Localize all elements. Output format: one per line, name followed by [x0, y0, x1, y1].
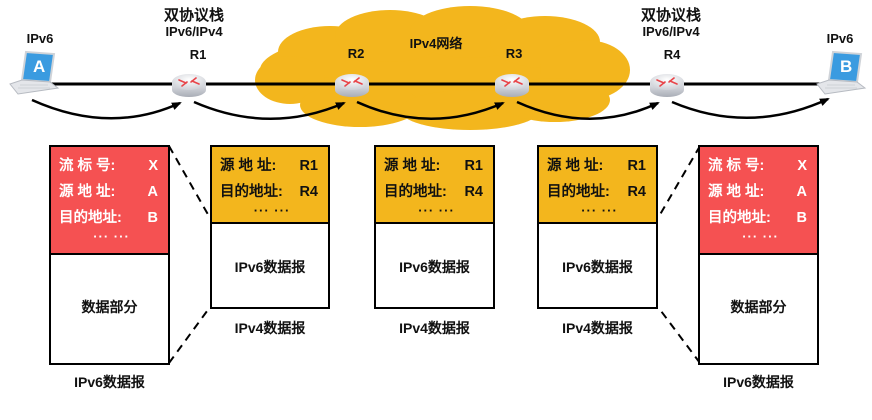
expansion-line — [657, 145, 701, 219]
host-a-letter: A — [33, 57, 46, 76]
payload-label: IPv6数据报 — [399, 259, 470, 275]
header-field-destination: 目的地址:R4 — [547, 184, 646, 200]
network-topology — [9, 6, 867, 130]
ipv4-datagram-3: 源 地 址:R1 目的地址:R4 ··· ··· IPv6数据报 — [537, 145, 658, 309]
header-ellipsis: ··· ··· — [742, 229, 779, 244]
header-field-destination: 目的地址:B — [59, 210, 158, 226]
ipv6-datagram-right: 流 标 号:X 源 地 址:A 目的地址:B ··· ··· 数据部分 — [698, 145, 819, 365]
header-ellipsis: ··· ··· — [581, 203, 618, 218]
router-label-r3: R3 — [505, 46, 523, 61]
ipv4-datagram-1: 源 地 址:R1 目的地址:R4 ··· ··· IPv6数据报 — [210, 145, 330, 309]
header-field-source: 源 地 址:R1 — [384, 158, 483, 174]
header-field-destination: 目的地址:B — [708, 210, 807, 226]
expansion-line — [168, 306, 211, 364]
ipv6-datagram-left: 流 标 号:X 源 地 址:A 目的地址:B ··· ··· 数据部分 — [49, 145, 170, 365]
header-field-source: 源 地 址:R1 — [220, 158, 318, 174]
r1-dual-stack-label: 双协议栈 — [163, 7, 225, 24]
ipv6-datagram-caption: IPv6数据报 — [723, 374, 794, 390]
hop-arrows — [31, 97, 830, 120]
laptop-icon[interactable] — [816, 50, 867, 95]
router-icon[interactable] — [650, 74, 684, 97]
hop-arrow-r2-r3 — [356, 100, 505, 120]
ipv6-header: 流 标 号:X 源 地 址:A 目的地址:B ··· ··· — [700, 147, 817, 255]
router-icon[interactable] — [495, 74, 529, 97]
host-b-proto: IPv6 — [826, 31, 854, 46]
hop-arrow-r1-r2 — [193, 100, 346, 120]
router-label-r4: R4 — [663, 47, 681, 62]
cloud-label: IPv4网络 — [409, 36, 463, 51]
header-field-destination: 目的地址:R4 — [220, 184, 318, 200]
header-field-source: 源 地 址:A — [708, 184, 807, 200]
hop-arrow-a-r1 — [31, 98, 182, 120]
header-ellipsis: ··· ··· — [93, 229, 130, 244]
ipv4-cloud — [255, 6, 630, 130]
ipv4-datagram-caption: IPv4数据报 — [562, 320, 633, 336]
host-b-letter: B — [840, 57, 853, 76]
header-field-source: 源 地 址:R1 — [547, 158, 646, 174]
header-field-destination: 目的地址:R4 — [384, 184, 483, 200]
router-label-r1: R1 — [189, 47, 207, 62]
r4-dual-stack-proto: IPv6/IPv4 — [642, 24, 700, 39]
expansion-line — [657, 306, 701, 364]
ipv6-header: 流 标 号:X 源 地 址:A 目的地址:B ··· ··· — [51, 147, 168, 255]
payload-label: IPv6数据报 — [234, 259, 306, 275]
ipv4-header: 源 地 址:R1 目的地址:R4 ··· ··· — [212, 147, 328, 224]
payload-label: 数据部分 — [81, 299, 138, 315]
ipv4-header: 源 地 址:R1 目的地址:R4 ··· ··· — [539, 147, 656, 224]
ipv4-datagram-caption: IPv4数据报 — [399, 320, 470, 336]
hop-arrow-r3-r4 — [516, 100, 660, 120]
header-ellipsis: ··· ··· — [418, 203, 455, 218]
ipv4-datagram-caption: IPv4数据报 — [234, 320, 306, 336]
header-field-source: 源 地 址:A — [59, 184, 158, 200]
laptop-icon[interactable] — [9, 50, 60, 95]
payload-label: IPv6数据报 — [562, 259, 633, 275]
header-ellipsis: ··· ··· — [253, 203, 291, 218]
router-label-r2: R2 — [347, 46, 365, 61]
router-icon[interactable] — [335, 74, 369, 97]
ipv4-header: 源 地 址:R1 目的地址:R4 ··· ··· — [376, 147, 493, 224]
header-field-flow-label: 流 标 号:X — [59, 158, 158, 174]
header-field-flow-label: 流 标 号:X — [708, 158, 807, 174]
ipv6-datagram-caption: IPv6数据报 — [74, 374, 145, 390]
r1-dual-stack-proto: IPv6/IPv4 — [165, 24, 223, 39]
expansion-line — [168, 145, 211, 219]
r4-dual-stack-label: 双协议栈 — [640, 7, 702, 24]
payload-label: 数据部分 — [730, 299, 787, 315]
hop-arrow-r4-b — [671, 97, 830, 120]
router-icon[interactable] — [172, 74, 206, 97]
ipv4-datagram-2: 源 地 址:R1 目的地址:R4 ··· ··· IPv6数据报 — [374, 145, 495, 309]
host-a-proto: IPv6 — [26, 31, 54, 46]
